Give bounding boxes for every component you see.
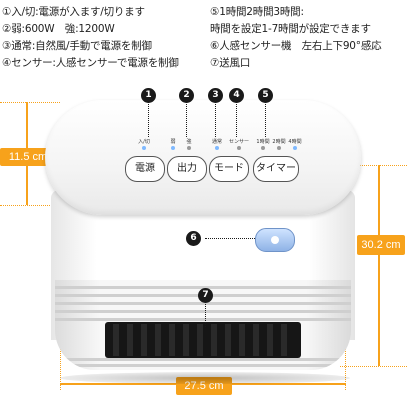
callout-line [265, 101, 266, 137]
fin [55, 310, 351, 313]
dimension-label-total: 30.2 cm [357, 235, 405, 255]
marker-2: 2 [179, 88, 194, 103]
timer-button[interactable]: タイマー [253, 156, 299, 182]
legend-item: ⑤1時間2時間3時間: [210, 6, 304, 18]
legend-item: ⑦送風口 [210, 57, 251, 69]
callout-line [205, 302, 206, 327]
grille-slat [127, 324, 133, 356]
grille-slat [155, 324, 161, 356]
grille-slat [169, 324, 175, 356]
output-button[interactable]: 出力 [167, 156, 207, 182]
label-normal: 通常 [211, 139, 222, 145]
sensor-lens [271, 236, 279, 244]
marker-4: 4 [229, 88, 244, 103]
marker-7: 7 [198, 288, 213, 303]
grille-slat [267, 324, 273, 356]
grille-slat [253, 324, 259, 356]
legend-left: ①入/切:電源が入ます/切ります ②弱:600W 強:1200W ③通常:自然風… [2, 4, 179, 72]
legend-right: ⑤1時間2時間3時間: 時間を設定1-7時間が設定できます ⑥人感センサー機 左… [210, 4, 382, 72]
led-4h [293, 146, 297, 150]
legend-item: ①入/切:電源が入ます/切ります [2, 6, 145, 18]
grille-slat [183, 324, 189, 356]
dimension-guide [0, 102, 60, 103]
marker-6: 6 [186, 231, 201, 246]
dimension-guide [340, 366, 407, 367]
grille-slat [141, 324, 147, 356]
air-outlet-grille [105, 322, 301, 358]
grille-slat [281, 324, 287, 356]
grille-slat [197, 324, 203, 356]
grille-slat [239, 324, 245, 356]
legend-item: 時間を設定1-7時間が設定できます [210, 23, 371, 35]
label-1h: 1時間 [256, 139, 270, 145]
legend-item: ②弱:600W 強:1200W [2, 23, 115, 35]
fin [55, 364, 351, 367]
fin [55, 318, 351, 321]
grille-slat [225, 324, 231, 356]
label-4h: 4時間 [288, 139, 302, 145]
led-normal [215, 146, 219, 150]
label-strong: 強 [186, 139, 192, 145]
marker-5: 5 [258, 88, 273, 103]
callout-line [215, 101, 216, 137]
callout-line [186, 101, 187, 137]
label-weak: 弱 [170, 139, 176, 145]
led-1h [261, 146, 265, 150]
fin [55, 286, 351, 289]
callout-line [205, 238, 255, 239]
power-button[interactable]: 電源 [125, 156, 165, 182]
motion-sensor [255, 228, 295, 252]
grille-slat [113, 324, 119, 356]
fin [55, 358, 351, 361]
grille-slat [211, 324, 217, 356]
callout-line [148, 101, 149, 137]
led-weak [171, 146, 175, 150]
dimension-label-top: 11.5 cm [0, 148, 56, 166]
label-power: 入/切 [138, 139, 150, 145]
marker-3: 3 [208, 88, 223, 103]
led-strong [187, 146, 191, 150]
dimension-label-width: 27.5 cm [176, 377, 232, 395]
label-sensor: センサー [228, 139, 249, 145]
legend-item: ⑥人感センサー機 左右上下90°感応 [210, 40, 382, 52]
legend-item: ③通常:自然風/手動で電源を制御 [2, 40, 152, 52]
led-sensor [237, 146, 241, 150]
dimension-guide [0, 205, 60, 206]
label-2h: 2時間 [272, 139, 286, 145]
mode-button[interactable]: モード [209, 156, 249, 182]
floor-shadow [60, 372, 350, 384]
led-2h [277, 146, 281, 150]
fin [55, 302, 351, 305]
control-panel: 入/切 弱 強 通常 センサー 1時間 2時間 4時間 電源 出力 モード タイ… [45, 100, 361, 215]
callout-line [236, 101, 237, 137]
led-power [142, 146, 146, 150]
dimension-guide [340, 165, 407, 166]
marker-1: 1 [141, 88, 156, 103]
height-total-line [378, 165, 380, 366]
heater: 入/切 弱 強 通常 センサー 1時間 2時間 4時間 電源 出力 モード タイ… [45, 100, 361, 370]
legend-item: ④センサー:人感センサーで電源を制御 [2, 57, 179, 69]
